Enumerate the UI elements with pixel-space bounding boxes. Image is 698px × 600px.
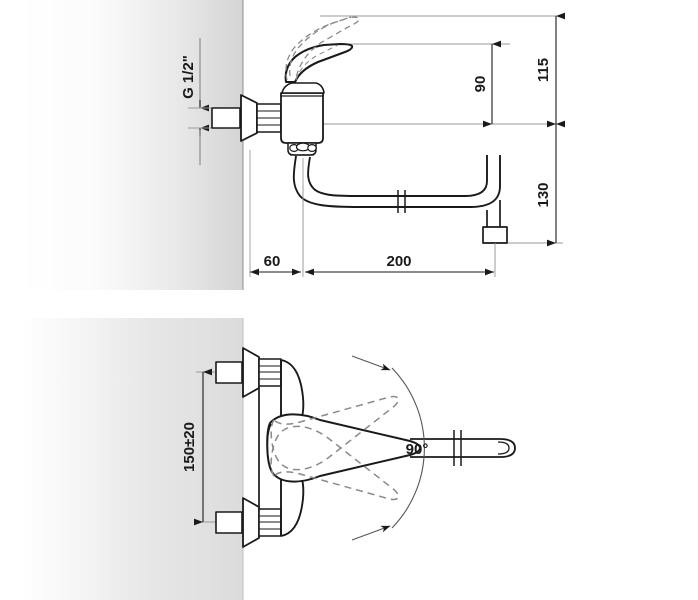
collar-bolt-right — [307, 144, 317, 153]
handle-arm-tip-inner — [497, 441, 510, 455]
lever-pivot-bulb — [266, 423, 273, 472]
lever-handle-dashed-crease — [295, 44, 339, 81]
escutcheon-top — [242, 347, 260, 398]
lever-handle-dashed-inner — [289, 16, 352, 77]
swivel-arc — [391, 367, 425, 529]
dimension-wall-offset-60: 60 — [250, 253, 301, 276]
wall-shading-lower — [20, 318, 243, 600]
dim-150-label: 150±20 — [181, 422, 198, 472]
handle-arm-tip — [499, 438, 516, 458]
dim-60-label: 60 — [264, 253, 281, 270]
dimension-drop-height-130: 130 — [535, 120, 565, 247]
dimension-swivel-angle-90: 90° — [351, 355, 429, 541]
faucet-side-geometry — [211, 16, 508, 272]
swivel-leader-lower — [351, 525, 391, 541]
lever-handle-dashed-up45 — [270, 395, 400, 471]
inlet-nipple-top — [215, 361, 243, 384]
mixer-body — [280, 92, 324, 144]
side-elevation-view: G 1/2" 90 115 130 60 — [20, 0, 565, 290]
dimension-spout-reach-200: 200 — [305, 253, 494, 276]
dimension-spout-height-90: 90 — [472, 40, 501, 128]
lever-handle-dashed-upper — [285, 16, 360, 81]
front-plan-view: 150±20 — [20, 318, 516, 600]
wall-shading-upper — [20, 0, 243, 290]
swivel-leader-upper — [351, 355, 391, 371]
dim-90deg-label: 90° — [406, 441, 429, 458]
spout-inner-profile — [307, 155, 488, 197]
escutcheon-cone — [240, 94, 258, 142]
escutcheon-bottom — [242, 497, 260, 548]
dimension-body-height-115: 115 — [535, 12, 565, 128]
inlet-nipple-bottom — [215, 511, 243, 534]
lever-handle-dashed-down45 — [270, 425, 400, 501]
dim-90-label: 90 — [472, 76, 489, 93]
spout-outer-profile — [292, 155, 501, 208]
cartridge-cap — [281, 82, 325, 94]
aerator-cap — [482, 226, 508, 244]
dim-115-label: 115 — [535, 58, 552, 82]
dim-130-label: 130 — [535, 182, 552, 207]
faucet-front-geometry — [215, 347, 516, 548]
dim-200-label: 200 — [386, 253, 411, 270]
thread-nipple — [211, 107, 241, 129]
g-thread-label: G 1/2" — [180, 55, 197, 99]
